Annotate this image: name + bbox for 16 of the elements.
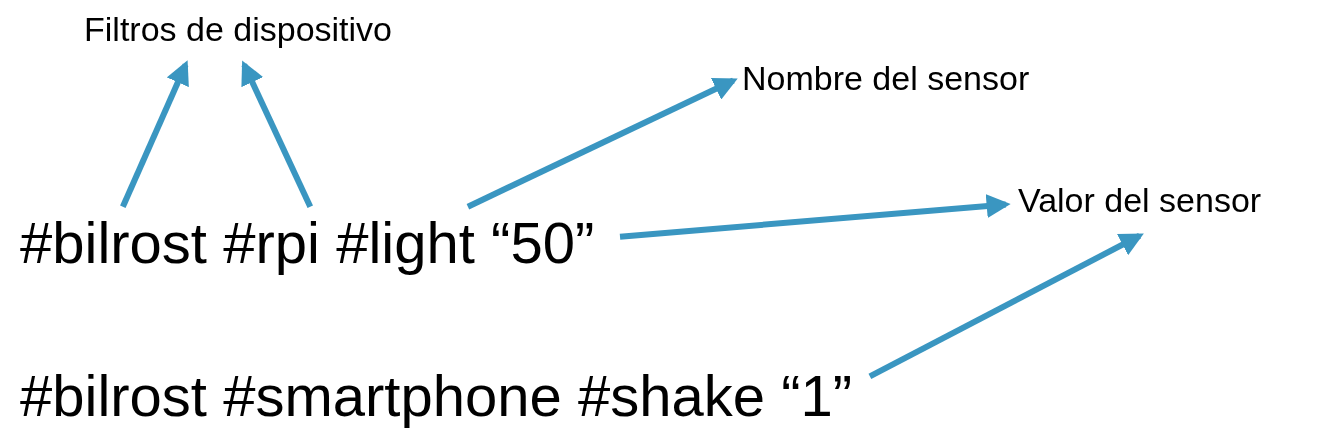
message-token: “50” <box>491 210 595 277</box>
message-token: #bilrost <box>20 210 207 277</box>
annotation-label: Nombre del sensor <box>742 59 1030 99</box>
arrow <box>241 60 313 208</box>
arrow <box>868 233 1144 379</box>
message-token: #rpi <box>223 210 320 277</box>
annotation-label: Valor del sensor <box>1018 181 1262 221</box>
arrow <box>466 77 738 210</box>
message-token: #light <box>336 210 475 277</box>
arrow <box>120 60 189 208</box>
arrow <box>619 194 1011 240</box>
annotation-label: Filtros de dispositivo <box>84 10 392 50</box>
message-token: #shake <box>578 363 766 430</box>
message-token: “1” <box>781 363 853 430</box>
message-token: #bilrost <box>20 363 207 430</box>
message-token: #smartphone <box>223 363 562 430</box>
